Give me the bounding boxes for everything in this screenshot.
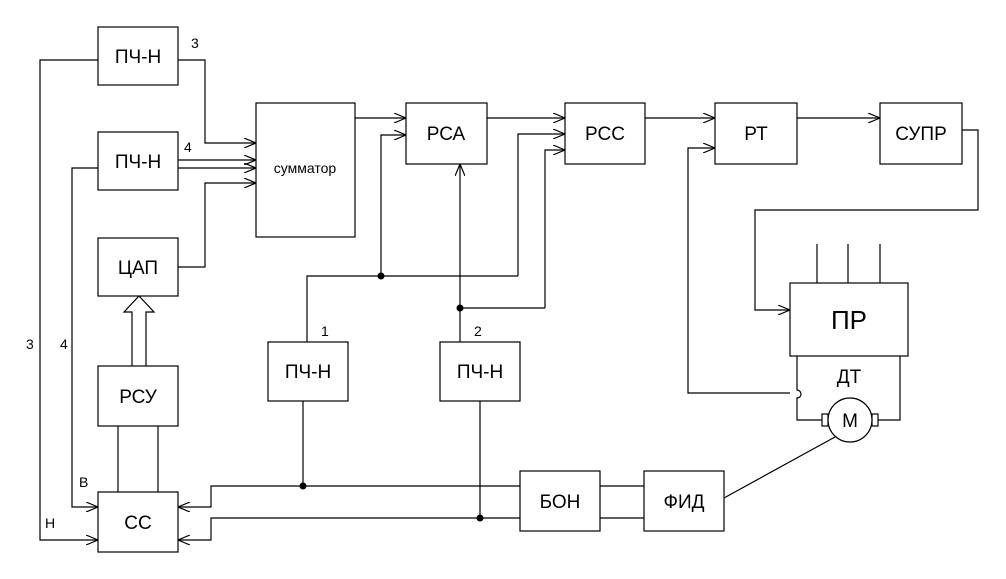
block-pchn3-label: ПЧ-Н (115, 47, 161, 68)
block-rsa: РСА (405, 102, 488, 165)
wire-rsu-cap-bus (122, 295, 156, 366)
block-motor-label: М (842, 411, 858, 432)
wire-node1-rss (517, 134, 565, 276)
block-rsu-label: РСУ (119, 387, 158, 408)
wire-cap-summator (178, 183, 256, 268)
wire-dt-rt (687, 148, 790, 394)
wire-node1-rsa (380, 135, 406, 276)
block-rss: РСС (564, 102, 646, 165)
block-cap-label: ЦАП (118, 258, 158, 279)
junction-bus1 (299, 482, 307, 490)
block-supr-label: СУПР (895, 124, 947, 145)
label-n2: 2 (474, 323, 482, 339)
label-n1: 1 (321, 323, 329, 339)
label-n: Н (45, 515, 55, 531)
block-pr-label: ПР (831, 305, 867, 335)
block-pchn4: ПЧ-Н (97, 131, 179, 191)
block-pchn3: ПЧ-Н (97, 26, 179, 86)
block-fid-label: ФИД (664, 492, 705, 513)
block-pr: ПР (789, 282, 909, 357)
block-fid: ФИД (643, 470, 725, 532)
wire-bon-ss-1 (178, 485, 520, 507)
block-supr: СУПР (879, 102, 963, 165)
block-dt-label: ДТ (837, 367, 862, 388)
label-n4-left: 4 (60, 336, 68, 352)
block-motor: М (821, 397, 879, 443)
label-v: В (79, 474, 88, 490)
block-bon-label: БОН (540, 492, 581, 513)
block-pchn1: ПЧ-Н (267, 341, 349, 402)
junction-bus2 (476, 514, 484, 522)
block-pchn2: ПЧ-Н (439, 341, 521, 402)
block-ss: СС (97, 491, 179, 553)
junctions (299, 272, 484, 522)
block-rt: РТ (714, 102, 798, 165)
block-cap: ЦАП (97, 237, 179, 297)
wire-pchn2-up (459, 307, 545, 342)
wire-motor-fid (723, 436, 836, 499)
label-n3-top: 3 (191, 35, 199, 51)
wire-bon-ss-2 (178, 517, 520, 540)
wire-pchn1-up (306, 275, 518, 342)
block-rt-label: РТ (744, 124, 768, 145)
block-ss-label: СС (124, 513, 151, 534)
block-pchn2-label: ПЧ-Н (457, 362, 503, 383)
wire-pr-motor-left (796, 356, 822, 421)
block-rss-label: РСС (585, 124, 625, 145)
wire-pchn3-summator (178, 59, 256, 143)
wire-supr-pr (754, 129, 979, 310)
wire-left-4 (71, 167, 98, 507)
label-n4-top: 4 (184, 139, 192, 155)
label-n3-left: 3 (26, 336, 34, 352)
junction-node1 (377, 272, 385, 280)
block-bon: БОН (519, 470, 601, 532)
wire-node2-rss (544, 150, 565, 308)
wire-left-3 (39, 59, 98, 540)
block-summator-label: сумматор (274, 160, 337, 176)
junction-node2 (456, 304, 464, 312)
wire-pr-motor-right (878, 356, 901, 421)
block-rsa-label: РСА (427, 124, 466, 145)
block-pchn1-label: ПЧ-Н (285, 362, 331, 383)
block-summator: сумматор (255, 102, 356, 238)
block-rsu: РСУ (97, 365, 179, 427)
block-pchn4-label: ПЧ-Н (115, 152, 161, 173)
